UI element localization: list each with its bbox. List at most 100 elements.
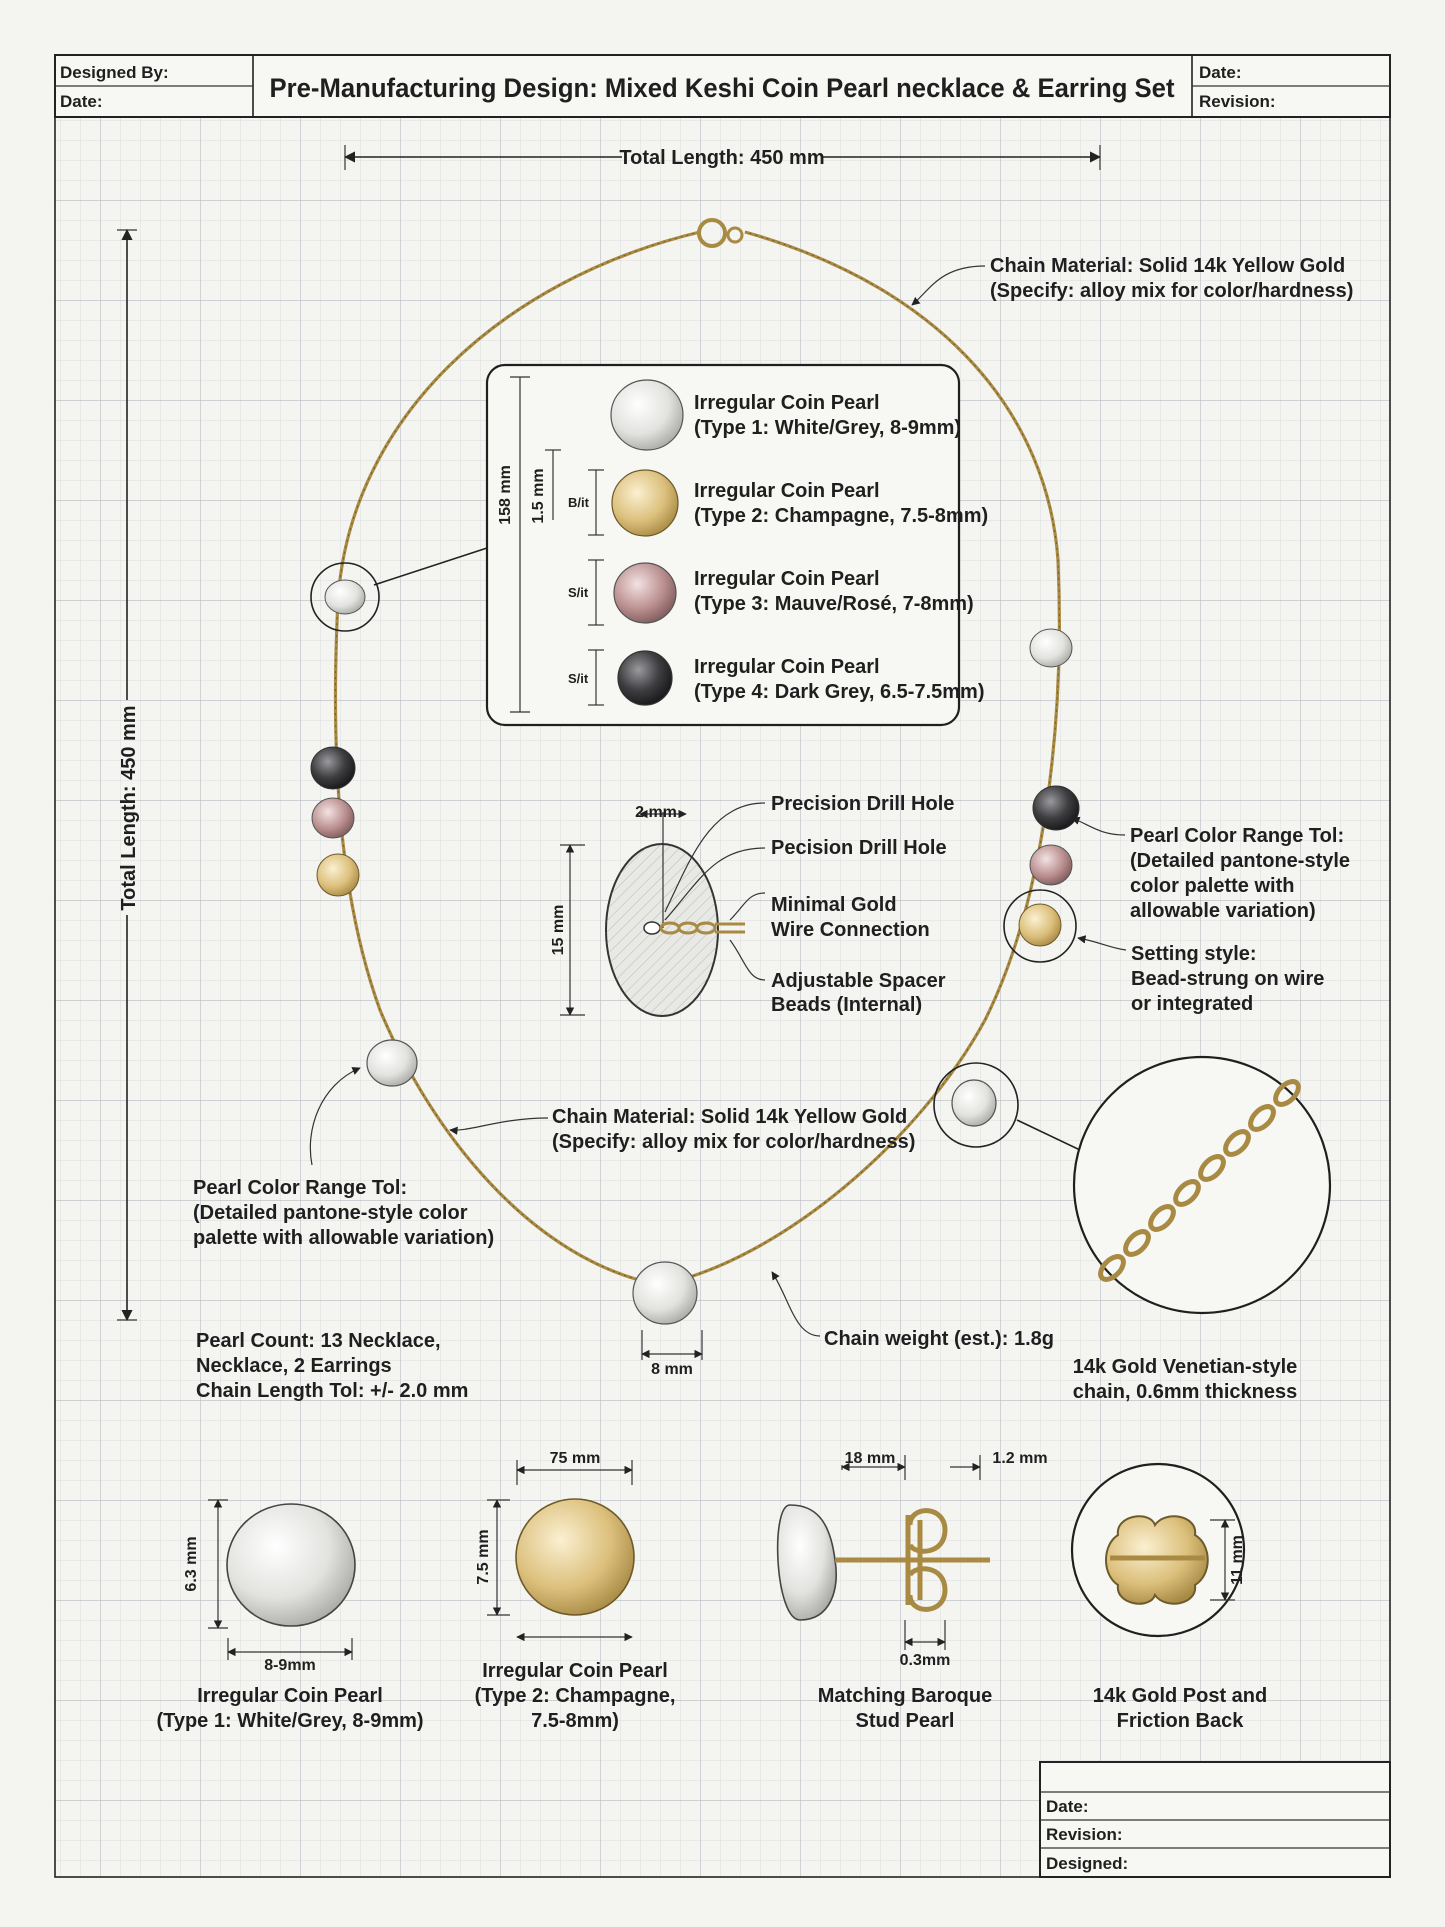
- pendant-8mm-label: 8 mm: [651, 1361, 693, 1378]
- legend-sit-label-2: S/it: [568, 671, 589, 686]
- setting-style-note: Setting style: Bead-strung on wire or in…: [1077, 935, 1324, 1015]
- stud-03mm-dim: 0.3mm: [900, 1652, 951, 1669]
- color-tol-left-line3: palette with allowable variation): [193, 1227, 494, 1249]
- legend-pearl-dark: [617, 650, 673, 706]
- drill-hole-detail: 2 mm 15 mm Precision Drill Hole Pecision…: [550, 793, 954, 1017]
- legend-type2-line1: Irregular Coin Pearl: [694, 480, 880, 502]
- chain-material-mid-line1: Chain Material: Solid 14k Yellow Gold: [552, 1106, 907, 1128]
- earring2-height-dim: 7.5 mm: [475, 1529, 492, 1584]
- page-title: Pre-Manufacturing Design: Mixed Keshi Co…: [270, 73, 1175, 103]
- chain-material-mid-note: Chain Material: Solid 14k Yellow Gold (S…: [449, 1106, 915, 1153]
- venetian-line2: chain, 0.6mm thickness: [1073, 1381, 1298, 1403]
- earring1-width-dim: 8-9mm: [264, 1657, 316, 1674]
- wire-connection-line2: Wire Connection: [771, 919, 930, 941]
- legend-type4-line1: Irregular Coin Pearl: [694, 656, 880, 678]
- color-tol-right-line3: color palette with: [1130, 875, 1294, 897]
- earring1-caption-line2: (Type 1: White/Grey, 8-9mm): [156, 1710, 423, 1732]
- callout-circle: [310, 562, 380, 632]
- stud-12mm-dim: 1.2 mm: [992, 1450, 1047, 1467]
- pearl-type-legend: 158 mm 1.5 mm B/it S/it S/it Irregular C…: [373, 363, 988, 727]
- legend-15-dim: 1.5 mm: [530, 468, 547, 523]
- chain-material-top-line1: Chain Material: Solid 14k Yellow Gold: [990, 255, 1345, 277]
- precision-drill-hole-label: Precision Drill Hole: [771, 793, 954, 815]
- color-tol-left-line2: (Detailed pantone-style color: [193, 1202, 468, 1224]
- pearl-count-line1: Pearl Count: 13 Necklace,: [196, 1330, 441, 1352]
- legend-pearl-white: [610, 379, 684, 451]
- legend-bit-label: B/it: [568, 495, 590, 510]
- pearl-white-pendant: [632, 1261, 698, 1325]
- earring2-caption-line1: Irregular Coin Pearl: [482, 1660, 668, 1682]
- chain-weight-note: Chain weight (est.): 1.8g: [771, 1271, 1054, 1350]
- bottom-revision-block: Date: Revision: Designed:: [1039, 1761, 1391, 1878]
- pearl-white: [366, 1039, 418, 1087]
- color-tol-left-line1: Pearl Color Range Tol:: [193, 1177, 407, 1199]
- earring-type2: 75 mm 7.5 mm Irregular Coin Pearl (Type …: [475, 1450, 676, 1732]
- total-length-h-label: Total Length: 450 mm: [619, 147, 824, 169]
- earring1-caption-line1: Irregular Coin Pearl: [197, 1685, 383, 1707]
- stud-18mm-dim: 18 mm: [845, 1450, 896, 1467]
- right-date-label: Date:: [1199, 63, 1242, 82]
- bottom-revision-label: Revision:: [1046, 1825, 1123, 1844]
- drill-width-dim: 2 mm: [635, 804, 677, 821]
- bottom-date-label: Date:: [1046, 1797, 1089, 1816]
- pearl-count-note: Pearl Count: 13 Necklace, Necklace, 2 Ea…: [196, 1330, 468, 1402]
- total-length-vertical: Total Length: 450 mm: [117, 228, 140, 1322]
- title-block: Designed By: Date: Pre-Manufacturing Des…: [54, 54, 1391, 118]
- legend-type1-line2: (Type 1: White/Grey, 8-9mm): [694, 417, 961, 439]
- callout-circle: [1003, 889, 1077, 963]
- color-tolerance-right-note: Pearl Color Range Tol: (Detailed pantone…: [1071, 816, 1350, 922]
- spacer-beads-line1: Adjustable Spacer: [771, 970, 946, 992]
- pendant-width-dimension: 8 mm: [641, 1330, 703, 1378]
- earring3-caption-line1: Matching Baroque: [818, 1685, 992, 1707]
- earring-stud-side-view: 18 mm 1.2 mm 0.3mm Matching Baroque Stud…: [776, 1450, 1048, 1732]
- chain-material-mid-line2: (Specify: alloy mix for color/hardness): [552, 1131, 915, 1153]
- earring2-caption-line2: (Type 2: Champagne,: [475, 1685, 676, 1707]
- venetian-line1: 14k Gold Venetian-style: [1073, 1356, 1298, 1378]
- setting-style-line3: or integrated: [1131, 993, 1253, 1015]
- chain-material-top-note: Chain Material: Solid 14k Yellow Gold (S…: [911, 255, 1353, 306]
- color-tol-right-line4: allowable variation): [1130, 900, 1316, 922]
- pearl-count-line3: Chain Length Tol: +/- 2.0 mm: [196, 1380, 468, 1402]
- legend-pearl-mauve: [613, 562, 677, 624]
- earring4-caption-line2: Friction Back: [1117, 1710, 1245, 1732]
- earring-post-friction-back: 11 mm 14k Gold Post and Friction Back: [1070, 1462, 1267, 1732]
- pearl-white: [1029, 628, 1073, 668]
- pearl-mauve: [311, 797, 355, 839]
- earring1-height-dim: 6.3 mm: [183, 1536, 200, 1591]
- legend-type4-line2: (Type 4: Dark Grey, 6.5-7.5mm): [694, 681, 985, 703]
- bottom-designed-label: Designed:: [1046, 1854, 1128, 1873]
- chain-material-top-line2: (Specify: alloy mix for color/hardness): [990, 280, 1353, 302]
- callout-circle: [933, 1062, 1019, 1148]
- necklace-pearls: [310, 562, 1080, 1325]
- pearl-white: [951, 1079, 997, 1127]
- designed-by-label: Designed By:: [60, 63, 169, 82]
- pearl-champagne: [316, 853, 360, 897]
- post-11mm-dim: 11 mm: [1229, 1535, 1246, 1585]
- legend-type2-line2: (Type 2: Champagne, 7.5-8mm): [694, 505, 988, 527]
- pearl-dark: [310, 746, 356, 790]
- pearl-white: [324, 579, 366, 615]
- wire-connection-line1: Minimal Gold: [771, 894, 897, 916]
- setting-style-line2: Bead-strung on wire: [1131, 968, 1324, 990]
- earring3-caption-line2: Stud Pearl: [856, 1710, 955, 1732]
- color-tol-right-line1: Pearl Color Range Tol:: [1130, 825, 1344, 847]
- spring-ring-clasp: [697, 218, 744, 248]
- revision-label: Revision:: [1199, 92, 1276, 111]
- earring2-width-dim: 75 mm: [550, 1450, 601, 1467]
- total-length-v-label: Total Length: 450 mm: [118, 705, 140, 910]
- legend-sit-label: S/it: [568, 585, 589, 600]
- legend-type1-line1: Irregular Coin Pearl: [694, 392, 880, 414]
- legend-pearl-champagne: [611, 469, 679, 537]
- legend-158-dim: 158 mm: [497, 465, 514, 525]
- spacer-beads-line2: Beads (Internal): [771, 994, 922, 1016]
- earring-type1: 6.3 mm 8-9mm Irregular Coin Pearl (Type …: [156, 1499, 424, 1732]
- venetian-chain-detail: 14k Gold Venetian-style chain, 0.6mm thi…: [1016, 1055, 1332, 1403]
- pearl-mauve: [1029, 844, 1073, 886]
- legend-type3-line1: Irregular Coin Pearl: [694, 568, 880, 590]
- pearl-champagne: [1018, 903, 1062, 947]
- setting-style-line1: Setting style:: [1131, 943, 1257, 965]
- legend-type3-line2: (Type 3: Mauve/Rosé, 7-8mm): [694, 593, 974, 615]
- pecision-drill-hole-label: Pecision Drill Hole: [771, 837, 947, 859]
